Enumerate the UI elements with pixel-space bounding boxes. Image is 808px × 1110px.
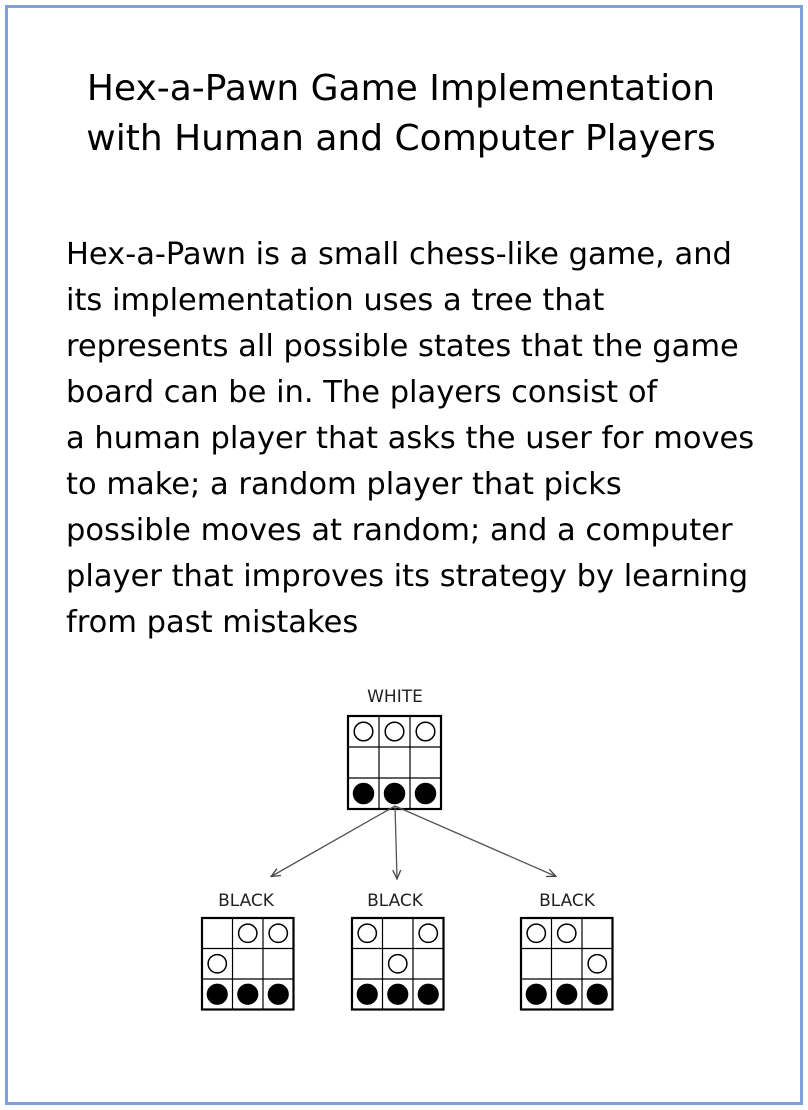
root-board bbox=[346, 714, 443, 811]
black-pawn bbox=[417, 983, 439, 1005]
white-pawn bbox=[268, 923, 289, 944]
black-pawn bbox=[356, 983, 378, 1005]
child-board bbox=[200, 916, 295, 1011]
description-line: from past mistakes bbox=[66, 605, 359, 640]
black-pawn bbox=[206, 983, 228, 1005]
white-pawn bbox=[556, 923, 577, 944]
black-pawn bbox=[267, 983, 289, 1005]
title-line: Hex-a-Pawn Game Implementation bbox=[86, 68, 716, 109]
child-board bbox=[350, 916, 445, 1011]
description-line: board can be in. The players consist of bbox=[66, 375, 658, 410]
tree-edge bbox=[272, 805, 396, 876]
black-pawn bbox=[525, 983, 547, 1005]
title-line: with Human and Computer Players bbox=[86, 118, 716, 159]
tree-edge bbox=[394, 805, 555, 876]
child-board-label: BLACK bbox=[367, 891, 424, 911]
black-pawn bbox=[414, 782, 437, 805]
white-pawn bbox=[526, 923, 547, 944]
white-pawn bbox=[357, 923, 378, 944]
description-line: a human player that asks the user for mo… bbox=[66, 421, 755, 456]
white-pawn bbox=[353, 721, 374, 742]
white-pawn bbox=[587, 953, 608, 974]
black-pawn bbox=[556, 983, 578, 1005]
child-board-label: BLACK bbox=[539, 891, 596, 911]
child-board bbox=[519, 916, 614, 1011]
white-pawn bbox=[237, 923, 258, 944]
description-line: player that improves its strategy by lea… bbox=[66, 559, 749, 594]
description-line: possible moves at random; and a computer bbox=[66, 513, 733, 548]
child-board-label: BLACK bbox=[218, 891, 275, 911]
tree-edge bbox=[395, 805, 397, 878]
white-pawn bbox=[418, 923, 439, 944]
black-pawn bbox=[352, 782, 375, 805]
description-line: to make; a random player that picks bbox=[66, 467, 622, 502]
white-pawn bbox=[384, 721, 405, 742]
black-pawn bbox=[586, 983, 608, 1005]
black-pawn bbox=[387, 983, 409, 1005]
root-board-label: WHITE bbox=[367, 687, 423, 707]
description-line: its implementation uses a tree that bbox=[66, 283, 605, 318]
description-line: Hex-a-Pawn is a small chess-like game, a… bbox=[66, 237, 732, 272]
black-pawn bbox=[237, 983, 259, 1005]
white-pawn bbox=[207, 953, 228, 974]
description: Hex-a-Pawn is a small chess-like game, a… bbox=[66, 232, 766, 646]
black-pawn bbox=[383, 782, 406, 805]
white-pawn bbox=[415, 721, 436, 742]
description-line: represents all possible states that the … bbox=[66, 329, 739, 364]
page-title: Hex-a-Pawn Game Implementation with Huma… bbox=[0, 64, 802, 164]
white-pawn bbox=[387, 953, 408, 974]
